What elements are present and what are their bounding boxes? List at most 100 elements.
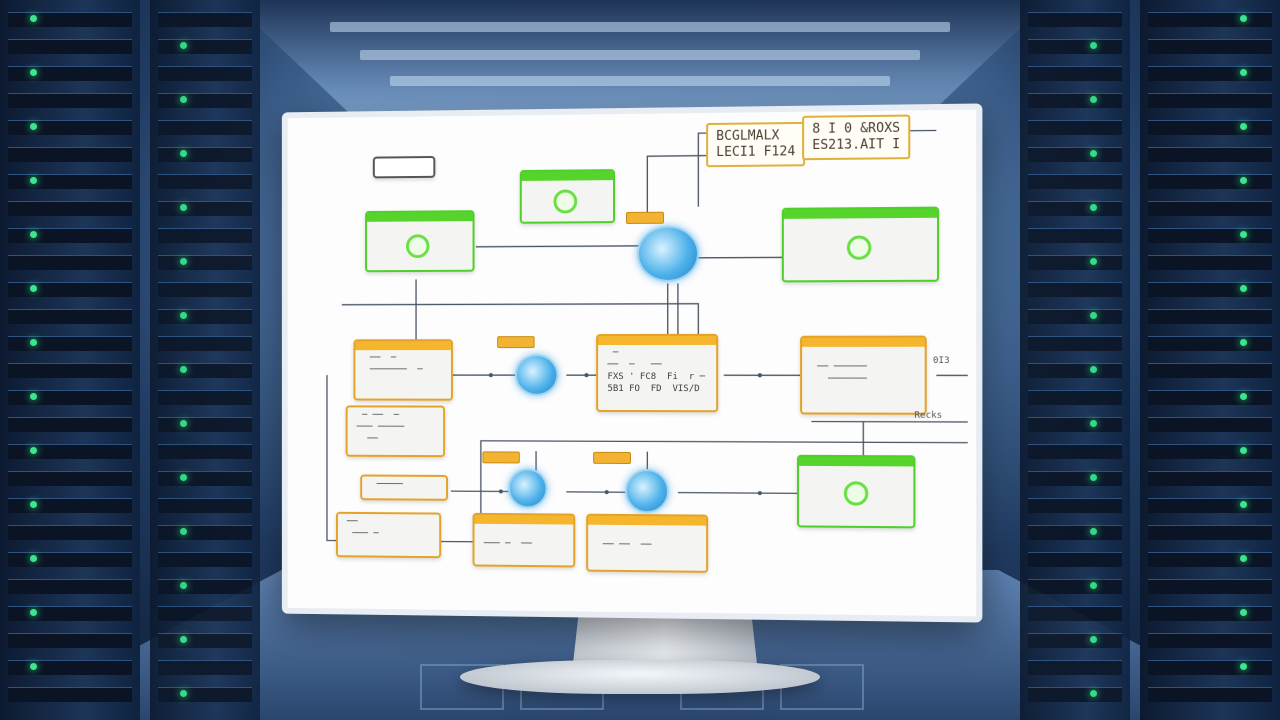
rack-unit (158, 174, 252, 189)
workflow-box-green[interactable] (781, 206, 940, 283)
rack-unit (158, 363, 252, 378)
box-text: ───── (366, 479, 403, 490)
rack-unit (1148, 12, 1272, 27)
status-led-icon (180, 528, 187, 535)
rack-unit (1148, 39, 1272, 54)
header-label-box: 8 I 0 &ROXS ES213.AIT I (802, 114, 911, 161)
workflow-box-green[interactable] (519, 169, 616, 224)
rack-unit (8, 93, 132, 108)
rack-unit (1028, 660, 1122, 675)
status-led-icon (1090, 420, 1097, 427)
status-led-icon (30, 15, 37, 22)
workflow-box-orange[interactable]: ── ── ── (586, 513, 709, 573)
box-text (784, 218, 937, 235)
status-led-icon (1090, 42, 1097, 49)
process-node-icon[interactable] (514, 354, 559, 396)
header-label-box: BCGLMALX LECI1 F124 (706, 121, 806, 168)
rack-unit (1148, 66, 1272, 81)
rack-unit (1028, 228, 1122, 243)
rack-unit (158, 552, 252, 567)
connector-tag (482, 451, 520, 464)
rack-unit (1148, 93, 1272, 108)
workflow-box-orange[interactable]: ── ─── ─ (335, 511, 442, 559)
connector-lines (288, 110, 977, 617)
rack-unit (158, 633, 252, 648)
central-hub-node-icon[interactable] (636, 225, 700, 282)
rack-unit (1028, 417, 1122, 432)
status-led-icon (30, 123, 37, 130)
rack-unit (1028, 390, 1122, 405)
rack-unit (1028, 255, 1122, 270)
status-led-icon (1090, 150, 1097, 157)
rack-unit (1148, 687, 1272, 702)
server-rack-right-inner (1020, 0, 1130, 720)
rack-unit (8, 336, 132, 351)
workflow-box-green[interactable] (365, 210, 475, 273)
status-led-icon (1090, 636, 1097, 643)
monitor: BCGLMALX LECI1 F124 8 I 0 &ROXS ES213.AI… (281, 103, 983, 623)
rack-unit (1148, 498, 1272, 513)
rack-unit (158, 525, 252, 540)
rack-unit (8, 309, 132, 324)
rack-unit (1028, 633, 1122, 648)
rack-unit (158, 606, 252, 621)
rack-unit (1028, 552, 1122, 567)
workflow-box-orange[interactable]: ── ─ ─────── ─ (353, 339, 453, 401)
status-led-icon (180, 636, 187, 643)
status-led-icon (30, 393, 37, 400)
status-led-icon (1240, 501, 1247, 508)
rack-unit (8, 390, 132, 405)
box-text: ── ─── ─ (347, 516, 379, 539)
process-node-icon[interactable] (625, 468, 669, 514)
rack-unit (158, 66, 252, 81)
process-node-icon[interactable] (507, 468, 548, 509)
server-rack-left (0, 0, 140, 720)
rack-unit (8, 498, 132, 513)
status-led-icon (1240, 231, 1247, 238)
rack-unit (8, 120, 132, 135)
rack-unit (158, 471, 252, 486)
rack-unit (158, 12, 252, 27)
ceiling-light-strip (360, 50, 920, 60)
rack-unit (158, 660, 252, 675)
rack-unit (8, 282, 132, 297)
checkmark-icon (553, 189, 578, 214)
workflow-box-orange[interactable]: ── ────── ─────── (800, 335, 927, 415)
box-text: ─── ─ ── (483, 538, 532, 550)
rack-unit (1028, 201, 1122, 216)
rack-unit (1148, 525, 1272, 540)
rack-unit (1148, 282, 1272, 297)
server-rack-left-inner (150, 0, 260, 720)
workflow-box-orange[interactable]: ─── ─ ── (472, 512, 576, 568)
rack-unit (8, 687, 132, 702)
rack-unit (158, 228, 252, 243)
box-text: ── ─ ─────── ─ (369, 353, 423, 375)
checkmark-icon (405, 234, 430, 259)
workflow-box-orange[interactable]: ─ ── ─ ─── ───── ── (345, 405, 446, 458)
server-rack-right (1140, 0, 1280, 720)
rack-unit (158, 201, 252, 216)
box-text: ─ ── ─ ── FXS ' FC8 Fi r ─ 5B1 FO FD VIS… (607, 348, 706, 395)
rack-unit (8, 471, 132, 486)
rack-unit (1148, 552, 1272, 567)
connector-tag (626, 211, 664, 224)
rack-unit (158, 336, 252, 351)
status-led-icon (30, 177, 37, 184)
box-text: ─ ── ─ ─── ───── ── (356, 410, 405, 444)
workflow-box-orange[interactable]: ───── (360, 474, 449, 501)
rack-unit (158, 579, 252, 594)
status-led-icon (1240, 339, 1247, 346)
rack-unit (158, 282, 252, 297)
rack-unit (8, 39, 132, 54)
workflow-box-green[interactable] (797, 454, 916, 529)
status-led-icon (1240, 285, 1247, 292)
status-led-icon (1240, 123, 1247, 130)
status-led-icon (180, 42, 187, 49)
rack-unit (1028, 444, 1122, 459)
rack-unit (1148, 606, 1272, 621)
rack-unit (1028, 147, 1122, 162)
rack-unit (1028, 498, 1122, 513)
box-text (799, 466, 913, 483)
status-led-icon (1090, 312, 1097, 319)
workflow-box-orange[interactable]: ─ ── ─ ── FXS ' FC8 Fi r ─ 5B1 FO FD VIS… (596, 333, 719, 413)
